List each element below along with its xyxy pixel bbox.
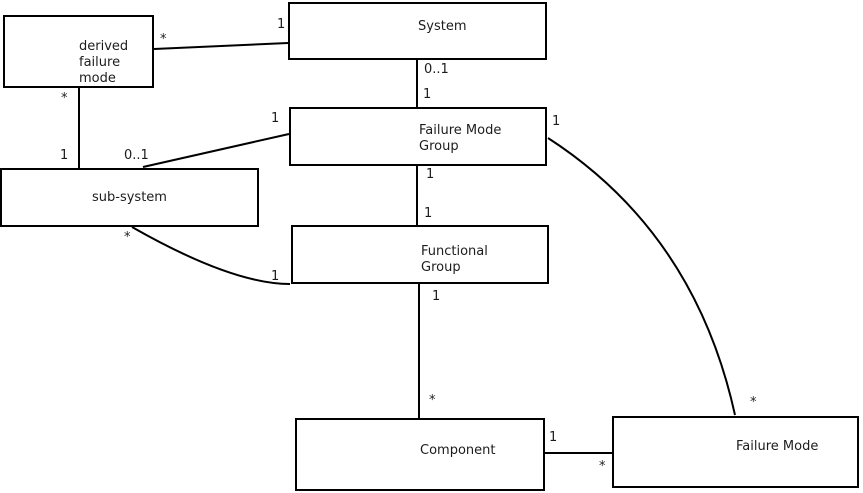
node-failure-mode-group — [289, 107, 547, 166]
node-component — [295, 418, 545, 491]
label-line: Functional — [421, 244, 488, 259]
edge-failure-mode-group-failure-mode — [547, 137, 736, 416]
multiplicity-label: 0..1 — [424, 62, 449, 77]
label-line: Component — [420, 443, 496, 458]
label-line: Group — [419, 139, 459, 154]
edge-sub-system-functional-group — [131, 226, 291, 285]
label-line: derived — [79, 39, 129, 54]
multiplicity-label: * — [750, 395, 757, 410]
multiplicity-label: 1 — [277, 17, 286, 32]
node-system — [288, 2, 547, 60]
multiplicity-label: 0..1 — [124, 148, 149, 163]
node-failure-mode-label: Failure Mode — [736, 439, 818, 455]
node-functional-group — [291, 225, 549, 284]
multiplicity-label: 1 — [423, 87, 432, 102]
label-line: sub-system — [92, 190, 167, 205]
label-line: Failure Mode — [736, 439, 819, 454]
node-failure-mode-group-label: Failure Mode Group — [419, 123, 501, 155]
multiplicity-label: * — [124, 230, 131, 245]
node-failure-mode — [612, 416, 859, 488]
node-component-label: Component — [420, 443, 495, 459]
multiplicity-label: 1 — [549, 430, 558, 445]
multiplicity-label: 1 — [271, 111, 280, 126]
label-line: System — [418, 19, 467, 34]
node-system-label: System — [418, 19, 466, 35]
node-sub-system — [0, 168, 259, 227]
node-functional-group-label: Functional Group — [421, 244, 488, 276]
multiplicity-label: 1 — [426, 167, 435, 182]
label-line: failure — [79, 55, 121, 70]
node-sub-system-label: sub-system — [0, 190, 259, 206]
multiplicity-label: 1 — [432, 289, 441, 304]
label-line: Failure Mode — [419, 123, 502, 138]
multiplicity-label: 1 — [552, 114, 561, 129]
label-line: Group — [421, 260, 461, 275]
multiplicity-label: * — [61, 91, 68, 106]
multiplicity-label: * — [429, 393, 436, 408]
multiplicity-label: 1 — [271, 269, 280, 284]
edge-derived-failure-mode-system — [153, 42, 289, 50]
node-derived-failure-mode-label: derived failure mode — [79, 39, 128, 87]
node-derived-failure-mode — [3, 15, 154, 88]
multiplicity-label: * — [599, 459, 606, 474]
edge-failure-mode-group-sub-system — [142, 133, 290, 168]
multiplicity-label: * — [160, 32, 167, 47]
multiplicity-label: 1 — [424, 206, 433, 221]
label-line: mode — [79, 71, 116, 86]
multiplicity-label: 1 — [60, 148, 69, 163]
